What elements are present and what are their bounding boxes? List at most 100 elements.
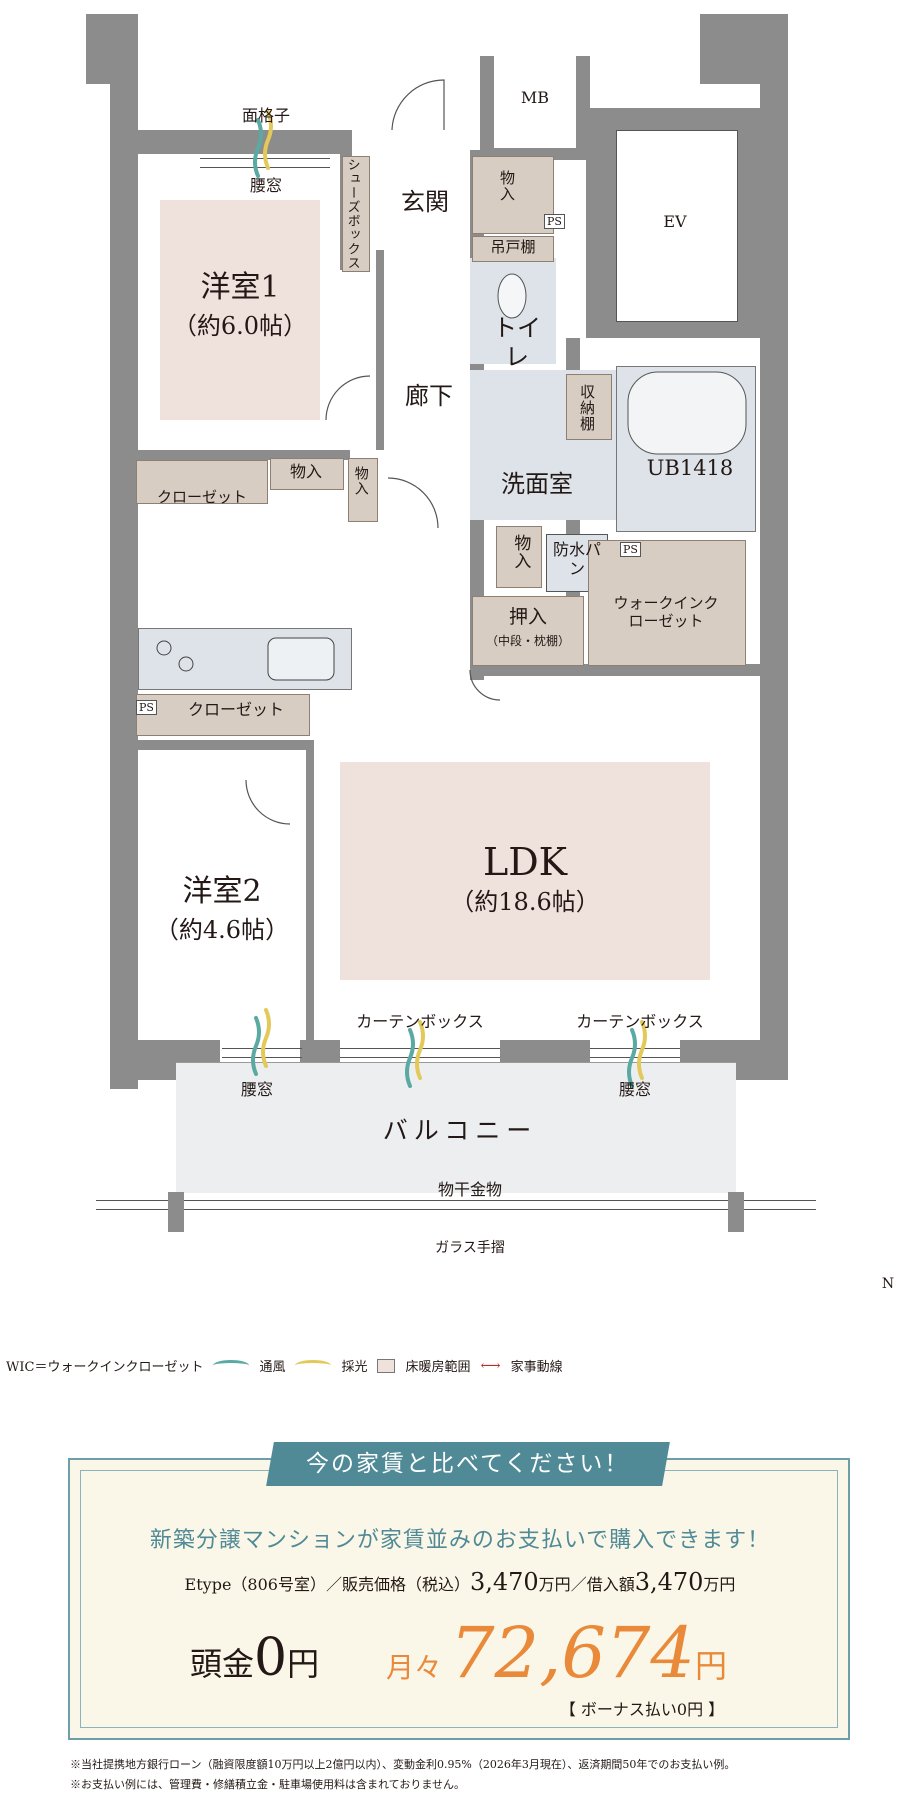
- wall-core-bottom: [470, 664, 770, 676]
- shoebox: [342, 156, 370, 272]
- bathtub: [627, 371, 747, 455]
- floor-heating-legend-swatch: [377, 1358, 396, 1373]
- youshitsu2-name: 洋室2: [182, 874, 262, 909]
- koshimado-right-label: 腰窓: [618, 1080, 651, 1099]
- bonus-note: 【 ボーナス払い0円 】: [559, 1700, 725, 1719]
- sink: [267, 637, 335, 681]
- monthly-value: 72,674: [450, 1612, 695, 1694]
- daylight-legend-icon: [295, 1360, 332, 1371]
- wall-right-top-block: [700, 14, 770, 84]
- glass-rail-label: ガラス手摺: [435, 1240, 505, 1256]
- glass-rail-line: [96, 1200, 816, 1210]
- ldk-name: LDK: [482, 840, 568, 884]
- room1-floor-heating: [160, 200, 320, 420]
- offer-banner-text: 今の家賃と比べてください！: [306, 1451, 630, 1477]
- footnote-2: ※お支払い例には、管理費・修繕積立金・駐車場使用料は含まれておりません。: [70, 1778, 466, 1791]
- legend-floor-heating: 床暖房範囲: [405, 1360, 471, 1375]
- door-swing-entry: [391, 79, 445, 131]
- balcony-area: [176, 1062, 736, 1193]
- ventilation-mark-left: [251, 1016, 261, 1076]
- wall-room1-bottom: [130, 450, 350, 460]
- monthly-label: 月々: [386, 1651, 443, 1684]
- stove-burner-1: [156, 640, 172, 656]
- monoire-d-label: 物入: [510, 534, 531, 570]
- mb-label: MB: [520, 88, 550, 107]
- legend: WIC＝ウォークインクローゼット 通風 採光 床暖房範囲 ⟷ 家事動線: [6, 1356, 563, 1376]
- ev-label: EV: [663, 212, 687, 231]
- loan-value: 3,470: [634, 1568, 704, 1596]
- balcony-post-left: [168, 1192, 184, 1232]
- wall-room2-top: [130, 740, 310, 750]
- loan-unit: 万円: [703, 1575, 736, 1594]
- shuunoudana-block: [566, 374, 612, 440]
- ventilation-mark-top: [253, 118, 263, 178]
- youshitsu2-size: （約4.6帖）: [154, 916, 290, 944]
- toilet-label: トイレ: [493, 314, 541, 371]
- monoire-b-block: [270, 458, 344, 490]
- wic-label: ウォークインクローゼット: [613, 594, 719, 630]
- footnote-1: ※当社提携地方銀行ローン（融資限度額10万円以上2億円以内）、変動金利0.95%…: [70, 1758, 736, 1771]
- ps-a-label: PS: [544, 214, 565, 230]
- wall-bottom-mid-b: [500, 1040, 590, 1062]
- monoire-b-label: 物入: [289, 462, 322, 481]
- door-swing-hall: [387, 477, 439, 529]
- daylight-mark-top: [263, 110, 273, 170]
- daylight-mark-mid: [415, 1020, 425, 1080]
- ps-c-label: PS: [136, 700, 157, 716]
- ventilation-mark-right: [627, 1028, 637, 1088]
- balcony-label: バルコニー: [382, 1116, 538, 1145]
- balcony-post-right: [728, 1192, 744, 1232]
- wall-bottom-mid-a: [300, 1040, 340, 1062]
- closet2-block: [136, 694, 310, 736]
- offer-panel: [68, 1458, 850, 1740]
- wall-left: [110, 14, 138, 1089]
- offer-headline: 新築分譲マンションが家賃並みのお支払いで購入できます！: [149, 1528, 771, 1553]
- door-swing-room2: [245, 779, 291, 825]
- daylight-mark-right: [637, 1020, 647, 1080]
- down-value: 0: [254, 1628, 288, 1688]
- tsuritodana-block: [472, 236, 554, 262]
- curtain-box-1-label: カーテンボックス: [356, 1012, 484, 1031]
- monthly-unit: 円: [694, 1647, 727, 1685]
- monoire-a-label: 物入: [498, 170, 516, 202]
- wic-block: [588, 540, 746, 666]
- north-label: N: [881, 1276, 895, 1292]
- wall-top-left: [130, 130, 350, 154]
- ldk-size: （約18.6帖）: [450, 888, 600, 916]
- price-value: 3,470: [469, 1568, 539, 1596]
- shoebox-label: シューズボックス: [344, 158, 360, 270]
- down-unit: 円: [287, 1645, 320, 1683]
- ev-shaft: [616, 130, 738, 322]
- wind-light-marks: [156, 79, 747, 1088]
- legend-wic-def: WIC＝ウォークインクローゼット: [6, 1360, 204, 1375]
- genkan-label: 玄関: [401, 188, 449, 216]
- bousui-pan-label: 防水パン: [552, 540, 601, 579]
- stove-burner-2: [178, 656, 194, 672]
- offer-type-line: Etype（806号室）／販売価格（税込）3,470万円／借入額3,470万円: [90, 1568, 830, 1596]
- offer-banner: 今の家賃と比べてください！: [266, 1442, 670, 1486]
- koshimado-top-label: 腰窓: [249, 176, 282, 195]
- wall-room2-right: [306, 740, 314, 1040]
- oshiire-block: [472, 596, 584, 666]
- youshitsu1-name: 洋室1: [200, 270, 280, 305]
- legend-housework: 家事動線: [510, 1360, 563, 1375]
- ventilation-mark-mid: [405, 1028, 415, 1088]
- wall-hall-left: [376, 250, 384, 450]
- down-payment: 頭金0円: [190, 1628, 319, 1688]
- oshiire-label: 押入: [508, 606, 547, 628]
- closet1-block: [136, 460, 268, 504]
- monoire-c-block: [348, 458, 378, 522]
- type-line-a: Etype（806号室）／販売価格（税込）: [184, 1575, 470, 1594]
- oshiire-sub-label: （中段・枕棚）: [485, 634, 570, 648]
- type-line-b: ／借入額: [570, 1575, 635, 1594]
- door-swing-room1: [325, 375, 371, 421]
- monoire-d-block: [496, 526, 542, 588]
- legend-ventilation: 通風: [259, 1360, 286, 1375]
- genkan-storage: [472, 156, 554, 234]
- ldk-floor-heating: [340, 762, 710, 980]
- senmenshitsu-label: 洗面室: [501, 470, 573, 498]
- monohoshi-label: 物干金物: [437, 1180, 502, 1199]
- ventilation-legend-icon: [213, 1360, 250, 1371]
- lattice-label: 面格子: [241, 106, 290, 125]
